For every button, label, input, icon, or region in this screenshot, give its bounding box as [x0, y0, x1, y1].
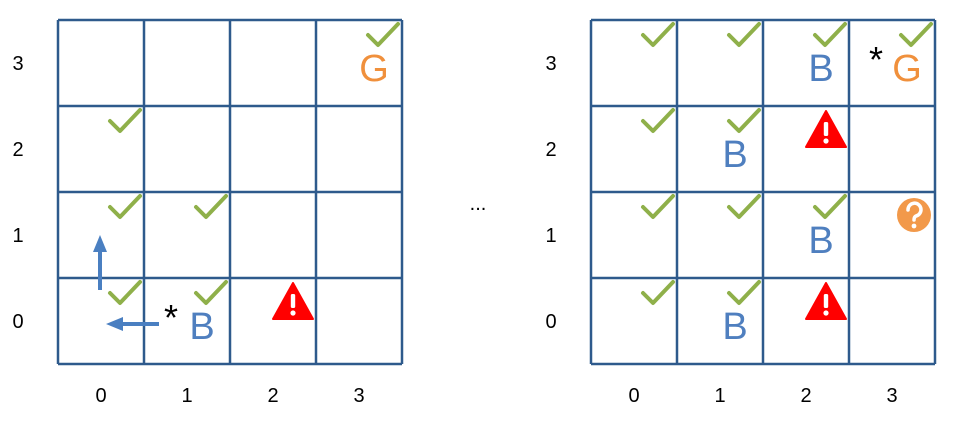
arrow-up-icon [93, 235, 107, 252]
check-icon [194, 194, 228, 219]
row-label: 1 [12, 225, 23, 247]
col-label: 0 [628, 385, 639, 407]
letter-b: B [808, 220, 833, 262]
check-icon [727, 108, 761, 133]
warning-icon [805, 282, 847, 320]
col-label: 2 [267, 385, 278, 407]
col-label: 3 [886, 385, 897, 407]
check-icon [194, 280, 228, 305]
col-label: 2 [800, 385, 811, 407]
check-icon [108, 194, 142, 219]
warning-exclamation-bar [823, 294, 829, 308]
warning-icon [272, 282, 314, 320]
warning-exclamation-bar [290, 294, 296, 308]
warning-exclamation-dot [823, 138, 829, 144]
arrow-left-icon [106, 317, 123, 331]
question-icon [897, 198, 931, 232]
check-icon [813, 194, 847, 219]
check-icon [108, 108, 142, 133]
col-label: 3 [353, 385, 364, 407]
check-icon [108, 280, 142, 305]
letter-b: B [722, 134, 747, 176]
row-label: 0 [545, 311, 556, 333]
warning-exclamation-dot [290, 310, 296, 316]
warning-icon [805, 110, 847, 148]
row-label: 3 [545, 53, 556, 75]
letter-b: B [189, 306, 214, 348]
row-label: 3 [12, 53, 23, 75]
row-label: 0 [12, 311, 23, 333]
col-label: 0 [95, 385, 106, 407]
check-icon [641, 280, 675, 305]
ellipsis-label: ... [470, 193, 487, 215]
row-label: 2 [12, 139, 23, 161]
letter-b: B [722, 306, 747, 348]
check-icon [727, 194, 761, 219]
question-hook [906, 201, 923, 222]
col-label: 1 [181, 385, 192, 407]
letter-b: B [808, 48, 833, 90]
check-icon [813, 22, 847, 47]
star-marker: * [869, 39, 883, 80]
check-icon [366, 22, 400, 47]
letter-g: G [892, 48, 922, 90]
warning-exclamation-bar [823, 122, 829, 136]
star-marker: * [164, 297, 178, 338]
check-icon [641, 194, 675, 219]
col-label: 1 [714, 385, 725, 407]
check-icon [641, 22, 675, 47]
question-dot [911, 223, 917, 229]
question-circle [897, 198, 931, 232]
left-grid: 3 2 1 0 0 1 2 3 G B * [12, 18, 404, 407]
row-label: 1 [545, 225, 556, 247]
check-icon [727, 280, 761, 305]
check-icon [641, 108, 675, 133]
row-label: 2 [545, 139, 556, 161]
check-icon [899, 22, 933, 47]
letter-g: G [359, 48, 389, 90]
check-icon [727, 22, 761, 47]
warning-exclamation-dot [823, 310, 829, 316]
